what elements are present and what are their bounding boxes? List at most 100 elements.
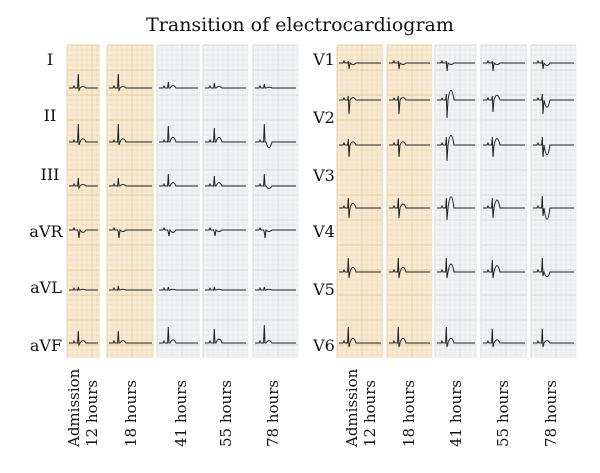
trace-aVF-4 <box>205 328 246 344</box>
trace-aVR-3 <box>159 226 198 237</box>
lead-label-V1: V1 <box>313 50 335 69</box>
limb-panel-4-grid <box>202 44 249 358</box>
trace-V2-2 <box>389 95 430 115</box>
trace-III-3 <box>159 173 198 187</box>
trace-II-4 <box>205 127 246 143</box>
column-label-line1: 55 hours <box>217 379 235 447</box>
trace-V5-5 <box>533 257 574 278</box>
trace-I-4 <box>205 82 246 89</box>
trace-aVR-5 <box>255 226 296 239</box>
column-label-18h-chest: 18 hours <box>398 355 420 465</box>
trace-aVR-4 <box>205 226 246 237</box>
trace-V1-4 <box>483 59 525 72</box>
limb-panel-3 <box>157 45 200 358</box>
column-label-line1: 18 hours <box>400 379 418 447</box>
trace-V4-3 <box>437 196 475 221</box>
trace-III-1 <box>69 177 98 190</box>
trace-aVR-2 <box>109 226 152 239</box>
trace-V6-3 <box>437 326 475 348</box>
trace-I-2 <box>109 73 152 92</box>
trace-aVF-5 <box>255 324 296 344</box>
trace-aVL-5 <box>255 286 296 291</box>
trace-aVL-1 <box>69 286 98 291</box>
lead-label-III: III <box>40 165 60 184</box>
chest-panel-4-grid <box>480 44 527 358</box>
limb-panel-2-grid <box>106 44 154 358</box>
trace-II-2 <box>109 123 152 146</box>
trace-II-5 <box>255 123 296 149</box>
column-label-admission-12h-chest: Admission 12 hours <box>343 355 379 465</box>
limb-panel-2 <box>107 45 154 358</box>
chest-panel-5-grid <box>530 44 577 358</box>
column-label-41h: 41 hours <box>170 355 192 465</box>
column-label-line1: Admission <box>343 368 361 447</box>
trace-V4-4 <box>483 197 525 219</box>
column-label-line2: 12 hours <box>83 379 101 447</box>
trace-aVL-2 <box>109 285 152 291</box>
figure-title: Transition of electrocardiogram <box>146 14 454 36</box>
trace-III-5 <box>255 173 296 189</box>
column-label-line1: 18 hours <box>122 379 140 447</box>
chest-panel-2-grid <box>386 44 433 358</box>
lead-label-V3: V3 <box>313 166 335 185</box>
trace-V3-3 <box>437 134 475 162</box>
column-label-41h-chest: 41 hours <box>445 355 467 465</box>
trace-V3-5 <box>533 136 574 158</box>
trace-V6-2 <box>389 326 430 348</box>
trace-V5-3 <box>437 257 475 279</box>
trace-V2-5 <box>533 93 574 115</box>
column-label-line1: 55 hours <box>494 379 512 447</box>
trace-V6-4 <box>483 328 525 348</box>
lead-label-V4: V4 <box>313 222 335 241</box>
trace-V1-2 <box>389 59 430 70</box>
column-label-line1: 78 hours <box>542 379 560 447</box>
trace-V1-3 <box>437 59 475 72</box>
trace-V3-1 <box>339 138 381 158</box>
trace-V2-1 <box>339 95 381 115</box>
lead-label-aVR: aVR <box>29 222 63 241</box>
column-label-line1: 41 hours <box>172 379 190 447</box>
column-label-line2: 12 hours <box>361 379 379 447</box>
lead-label-aVL: aVL <box>30 278 62 297</box>
chest-panel-3-grid <box>434 44 477 358</box>
column-label-78h-chest: 78 hours <box>540 355 562 465</box>
column-label-78h: 78 hours <box>262 355 284 465</box>
lead-label-V5: V5 <box>313 280 335 299</box>
trace-II-1 <box>69 123 98 146</box>
trace-aVL-3 <box>159 286 198 291</box>
trace-aVR-1 <box>69 226 98 239</box>
trace-V3-2 <box>389 138 430 158</box>
chest-panel-5 <box>531 45 576 358</box>
limb-panel-4 <box>203 45 248 358</box>
lead-label-V2: V2 <box>313 108 335 127</box>
lead-label-V6: V6 <box>313 336 335 355</box>
trace-V4-2 <box>389 197 430 219</box>
limb-panel-1-grid <box>66 44 100 358</box>
chest-panel-1-grid <box>336 44 383 358</box>
trace-III-4 <box>205 175 246 187</box>
trace-aVF-3 <box>159 326 198 344</box>
trace-III-2 <box>109 177 152 187</box>
lead-label-I: I <box>46 50 54 69</box>
column-label-18h: 18 hours <box>120 355 142 465</box>
chest-panel-2 <box>387 45 432 358</box>
limb-panel-5 <box>253 45 298 358</box>
lead-label-II: II <box>43 106 57 125</box>
trace-V1-5 <box>533 59 574 70</box>
trace-I-3 <box>159 81 198 89</box>
trace-I-5 <box>255 83 296 89</box>
chest-panel-4 <box>481 45 527 358</box>
limb-panel-5-grid <box>252 44 299 358</box>
trace-V5-2 <box>389 257 430 279</box>
column-label-line1: 41 hours <box>447 379 465 447</box>
trace-V2-4 <box>483 94 525 113</box>
column-label-admission-12h: Admission 12 hours <box>65 355 101 465</box>
column-label-55h: 55 hours <box>215 355 237 465</box>
trace-V4-1 <box>339 197 381 219</box>
trace-V5-4 <box>483 259 525 279</box>
trace-aVL-4 <box>205 286 246 291</box>
trace-aVF-2 <box>109 330 152 344</box>
trace-I-1 <box>69 73 98 92</box>
trace-V6-5 <box>533 328 574 348</box>
